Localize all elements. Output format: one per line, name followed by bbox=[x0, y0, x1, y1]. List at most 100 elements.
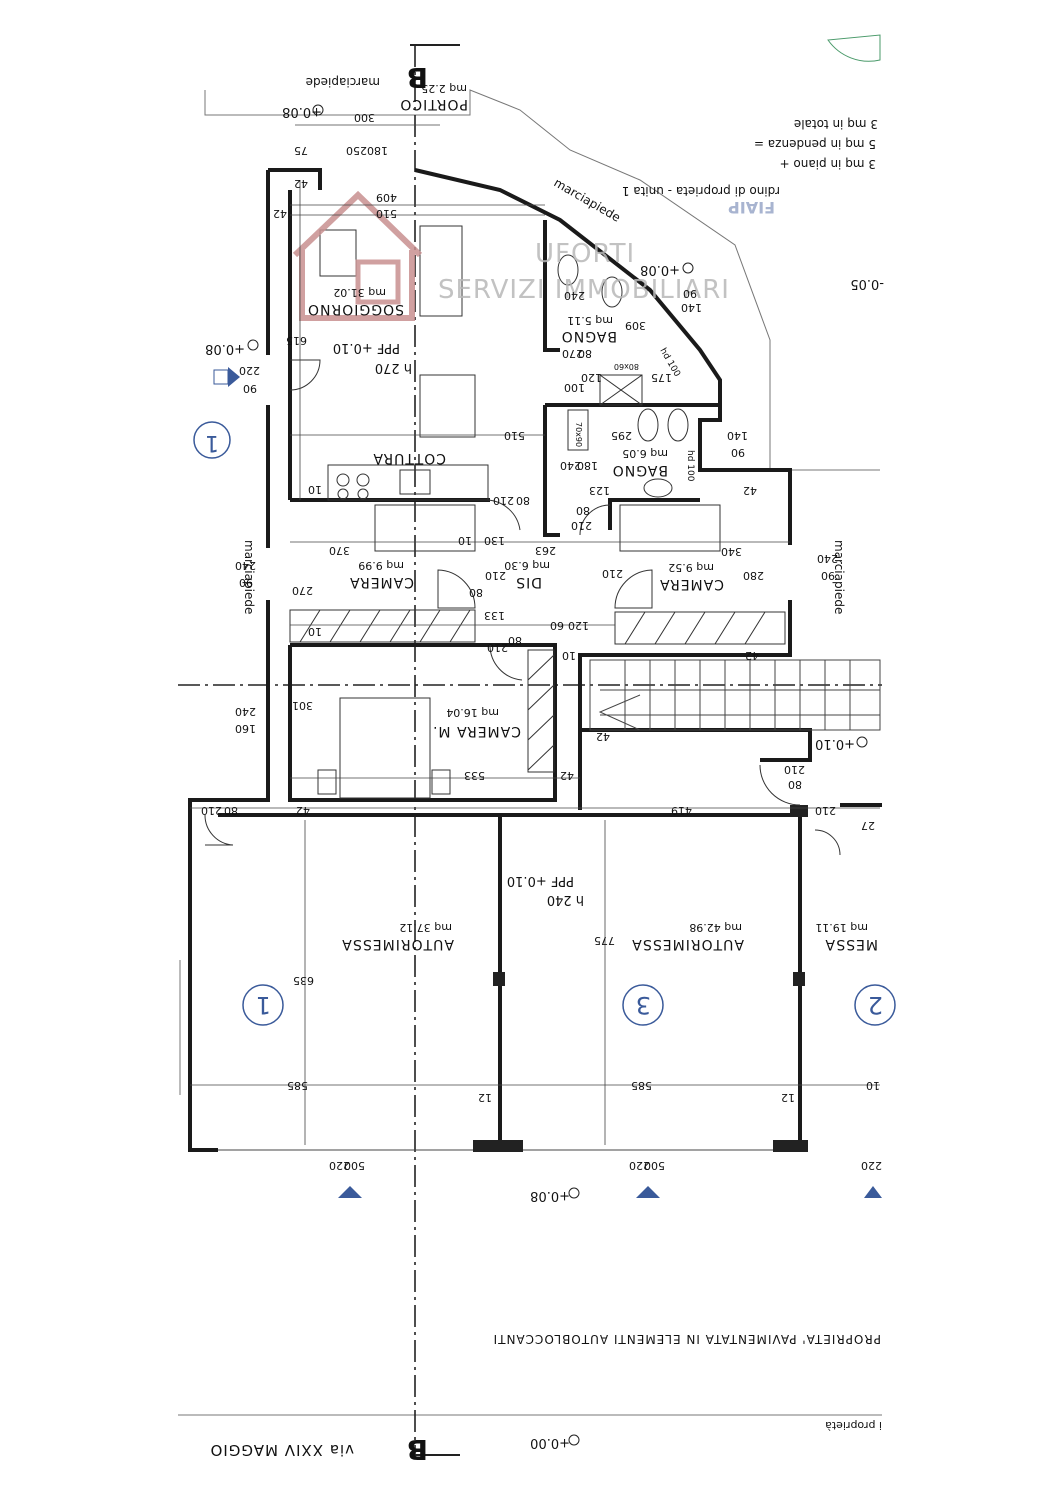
dim: 27 bbox=[861, 819, 875, 832]
dimension-texts: 300 250 180 75 42 409 510 42 615 220 90 … bbox=[201, 111, 882, 1172]
soggiorno-ppf: PPF +0.10 bbox=[333, 340, 400, 355]
dim: 120 bbox=[568, 619, 589, 632]
dim: 130 bbox=[484, 534, 505, 547]
dim: 301 bbox=[292, 699, 313, 712]
dim: 60 bbox=[550, 619, 564, 632]
room-dis-name: DIS bbox=[515, 574, 542, 590]
room-camera2-area: mq 9.52 bbox=[668, 561, 714, 574]
room-camera1-area: mq 9.99 bbox=[358, 559, 404, 572]
garage3-area: mq 42.98 bbox=[689, 921, 742, 934]
section-marker-top: B bbox=[407, 61, 428, 94]
dim: 585 bbox=[287, 1079, 308, 1092]
dim: 775 bbox=[594, 934, 615, 947]
sidewalk-left: marciapiede bbox=[242, 540, 256, 614]
toilet bbox=[557, 254, 579, 286]
garage1-name: AUTORIMESSA bbox=[341, 936, 454, 952]
unit-number: 1 bbox=[205, 430, 219, 455]
room-soggiorno-area: mq 31.02 bbox=[333, 286, 386, 299]
dim: 80x60 bbox=[614, 362, 639, 371]
dim: 210 bbox=[485, 569, 506, 582]
garage3-ppf: PPF +0.10 bbox=[507, 873, 574, 888]
dim: 295 bbox=[611, 429, 632, 442]
level-l1: +0.08 bbox=[282, 104, 322, 119]
dim: 340 bbox=[721, 545, 742, 558]
sidewalk-diag: marciapiede bbox=[552, 175, 623, 224]
dim: 140 bbox=[681, 301, 702, 314]
soggiorno-height: h 270 bbox=[375, 360, 412, 375]
furniture bbox=[317, 225, 721, 799]
site-outline bbox=[178, 89, 882, 1416]
bidet bbox=[601, 276, 623, 308]
dim: 240 bbox=[560, 459, 581, 472]
dim: 240 bbox=[235, 705, 256, 718]
dim: 80 bbox=[224, 804, 238, 817]
dim: 42 bbox=[743, 484, 757, 497]
dim: 133 bbox=[484, 609, 505, 622]
dim: 409 bbox=[376, 191, 397, 204]
dim: 500 bbox=[644, 1159, 665, 1172]
dim: 635 bbox=[293, 974, 314, 987]
wardrobes bbox=[289, 609, 786, 773]
dim: 80 bbox=[508, 634, 522, 647]
dim: 42 bbox=[596, 730, 610, 743]
unit-badge-text: 1 1 3 2 bbox=[205, 430, 883, 1019]
dim: 80 bbox=[788, 778, 802, 791]
garage1-number: 1 bbox=[256, 991, 271, 1019]
garden-tree bbox=[827, 34, 881, 62]
watermark-line1: UFORTI bbox=[535, 239, 635, 269]
toilet bbox=[637, 408, 659, 442]
dim: 12 bbox=[781, 1091, 795, 1104]
room-bagno2-area: mq 6.05 bbox=[622, 447, 668, 460]
dim: 10 bbox=[562, 649, 576, 662]
stairs bbox=[589, 659, 881, 731]
dim: 585 bbox=[631, 1079, 652, 1092]
level-l6: +0.00 bbox=[530, 1435, 570, 1450]
single-bed-right bbox=[619, 504, 721, 552]
single-bed-left bbox=[374, 504, 476, 552]
room-soggiorno-name: SOGGIORNO bbox=[307, 301, 404, 317]
dim: 220 bbox=[329, 1159, 350, 1172]
dim: 270 bbox=[292, 584, 313, 597]
dim: 42 bbox=[294, 177, 308, 190]
garage3-height: h 240 bbox=[547, 892, 584, 907]
dim: 42 bbox=[745, 649, 759, 662]
dim: 90 bbox=[821, 569, 835, 582]
dim: 210 bbox=[493, 494, 514, 507]
level-l4: +0.10 bbox=[815, 736, 855, 751]
doors bbox=[204, 359, 841, 856]
paving-note: PROPRIETA' PAVIMENTATA IN ELEMENTI AUTOB… bbox=[493, 1332, 881, 1346]
dim: 10 bbox=[308, 625, 322, 638]
dim: 210 bbox=[815, 804, 836, 817]
washbasin bbox=[643, 478, 673, 498]
double-bed bbox=[339, 697, 431, 799]
dim: 309 bbox=[625, 319, 646, 332]
dim: 80 bbox=[576, 504, 590, 517]
room-camera1-name: CAMERA bbox=[349, 574, 414, 590]
dim: 210 bbox=[201, 804, 222, 817]
dim: 120 bbox=[581, 371, 602, 384]
dim: 510 bbox=[504, 429, 525, 442]
entry-arrows bbox=[213, 367, 882, 1198]
dim: 240 bbox=[235, 559, 256, 572]
dim: 270 bbox=[562, 347, 583, 360]
dim: 280 bbox=[743, 569, 764, 582]
dim: 75 bbox=[294, 144, 308, 157]
garden-note-2: 3 mq in piano + bbox=[780, 157, 876, 171]
dim: 70x90 bbox=[574, 422, 583, 447]
room-portico-area: mq 2.25 bbox=[421, 82, 467, 95]
dim: 175 bbox=[651, 371, 672, 384]
dim: 510 bbox=[376, 207, 397, 220]
dim: 80 bbox=[578, 347, 592, 360]
dim: 12 bbox=[478, 1091, 492, 1104]
sidewalk-right: marciapiede bbox=[832, 540, 846, 614]
garden-note-3: 5 mq in pendenza = bbox=[754, 137, 876, 151]
dim: 42 bbox=[560, 769, 574, 782]
sofa bbox=[419, 225, 463, 317]
dim: 80 bbox=[469, 586, 483, 599]
level-l5: +0.08 bbox=[530, 1188, 570, 1203]
dim: 123 bbox=[589, 484, 610, 497]
wall-fills bbox=[473, 805, 808, 1152]
dim: 210 bbox=[487, 641, 508, 654]
dim: hd 100 bbox=[685, 450, 695, 482]
